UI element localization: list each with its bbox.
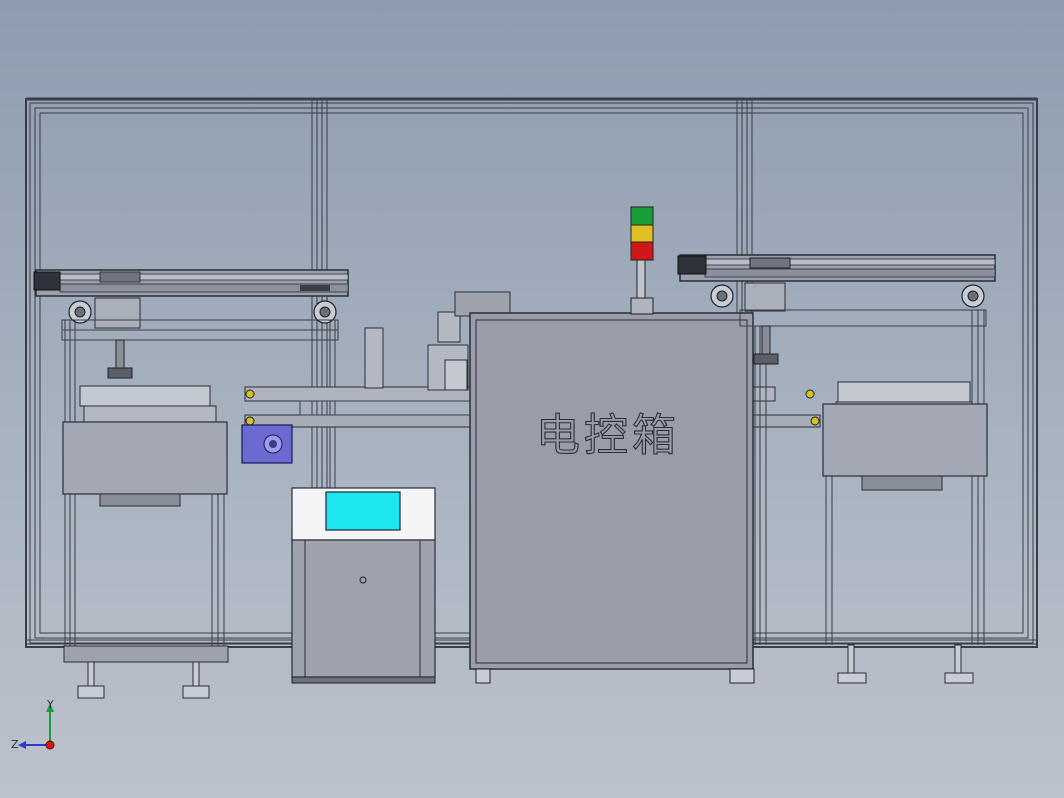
right-tray-base — [861, 475, 943, 491]
tower-light-green — [630, 206, 654, 226]
coordinate-triad: Y Z — [11, 698, 55, 751]
triad-y-label: Y — [46, 698, 54, 711]
right-tray-table — [822, 403, 988, 477]
right-gantry — [677, 254, 996, 312]
left-tray-table — [62, 421, 228, 495]
tower-light-red — [630, 241, 654, 261]
tower-light-yellow — [630, 224, 654, 243]
servo-motor — [241, 424, 293, 464]
left-gantry — [33, 269, 349, 329]
right-leveling-feet — [837, 644, 974, 684]
right-station-frame — [739, 309, 987, 645]
right-vacuum-head — [753, 325, 973, 415]
electric-cabinet: 电控箱 — [469, 312, 755, 684]
left-vacuum-head — [79, 339, 217, 425]
triad-z-label: Z — [11, 738, 19, 751]
left-leveling-feet — [77, 661, 210, 699]
signal-tower — [630, 206, 654, 315]
cabinet-label: 电控箱 — [536, 410, 680, 461]
left-tray-base — [63, 493, 229, 663]
control-console — [291, 487, 436, 684]
center-mechanism — [364, 291, 511, 391]
